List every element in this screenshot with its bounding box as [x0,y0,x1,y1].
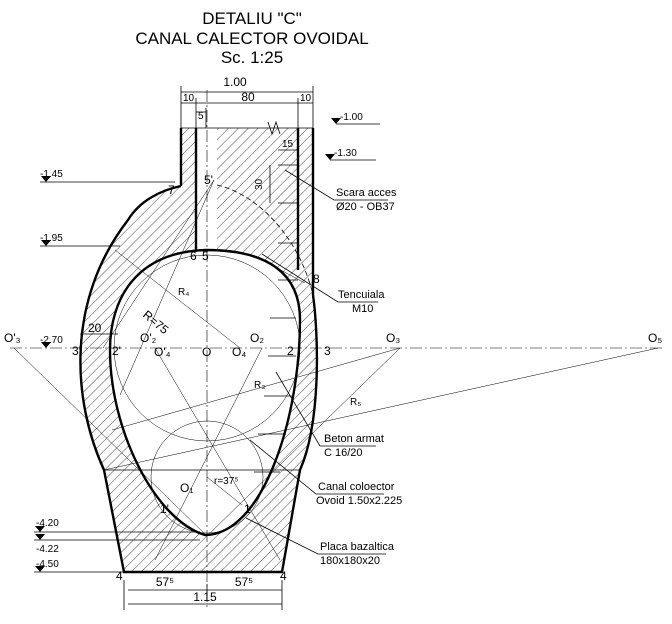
point-8: 8 [313,272,320,286]
callout-canal-2: Ovoid 1.50x2.225 [316,495,402,507]
line-o5 [103,347,659,471]
point-3-prime: 3' [72,344,81,358]
center-o3-prime: O'₃ [4,331,21,345]
callout-scara-2: Ø20 - OB37 [336,201,395,213]
dim-small-5: 5 [198,111,204,122]
line-r-small [206,476,243,506]
callout-leaders [245,169,388,555]
callout-beton-1: Beton armat [324,433,384,445]
line-5p-b [102,179,215,349]
radius-r3: R₃ [254,380,265,391]
title-line-1: DETALIU "C" [202,9,302,28]
level-4: -1.95 [40,233,63,244]
ladder-rungs [254,164,298,473]
radius-r4: R₄ [178,287,189,298]
concrete-body [80,128,317,572]
center-o5: O₅ [648,331,662,345]
level-markers [34,118,380,573]
center-o4: O₄ [232,345,246,359]
callout-placa-1: Placa bazaltica [320,541,395,553]
center-o4-prime: O'₄ [154,345,171,359]
title-line-3: Sc. 1:25 [221,48,283,67]
dim-bottom-left: 57⁵ [156,575,174,589]
dim-wall-20: 20 [88,321,102,335]
radius-small: r=37⁵ [214,476,238,487]
level-2: -1.30 [334,148,357,159]
point-2-prime: 2' [112,344,121,358]
point-5-prime: 5' [204,173,213,187]
callout-tencuiala-2: M10 [352,303,373,315]
dim-step-30: 30 [254,178,265,190]
line-r3 [111,347,401,431]
level-1: -1.00 [340,112,363,123]
line-o2 [154,347,263,561]
callout-placa-2: 180x180x20 [320,555,380,567]
level-8: -4.50 [36,559,59,570]
inner-ovoid [108,248,302,537]
level-3: -1.45 [40,169,63,180]
point-4-right: 4 [280,569,287,583]
dim-bottom-right: 57⁵ [235,575,253,589]
level-7: -4.22 [36,544,59,555]
break-mark [267,120,281,136]
center-o2: O₂ [250,331,264,345]
point-4-left: 4 [116,569,123,583]
level-6: -4.20 [36,518,59,529]
dim-left-wall: 10 [183,93,195,104]
center-o1: O₁ [180,481,193,495]
dim-inner: 80 [241,90,255,104]
outer-contour [79,184,319,574]
dim-right-wall: 10 [300,93,312,104]
title-line-2: CANAL CALECTOR OVOIDAL [135,29,368,48]
line-r4 [114,249,241,349]
center-o3: O₃ [386,331,400,345]
point-2: 2 [287,344,294,358]
dim-step-15: 15 [282,139,294,150]
point-3: 3 [324,344,331,358]
line-8 [261,259,306,284]
dim-top-total: 1.00 [223,75,247,89]
center-o2-prime: O'₂ [140,331,157,345]
point-5: 5 [202,249,209,263]
point-6: 6 [190,249,197,263]
callout-tencuiala-1: Tencuiala [338,289,385,301]
point-1-prime: 1' [160,502,169,516]
callout-canal-1: Canal coloector [318,481,395,493]
line-o3 [206,347,401,537]
callout-beton-2: C 16/20 [324,447,363,459]
top-dimension [80,86,314,610]
dim-bottom-total: 1.15 [193,590,217,604]
radius-r5: R₅ [350,397,361,408]
line-5p-a [119,179,215,396]
center-o: O [202,345,211,359]
line-o3p [13,347,208,537]
callout-scara-1: Scara acces [336,187,397,199]
level-5: -2.70 [40,335,63,346]
point-7: 7 [168,183,175,197]
point-1: 1 [244,502,251,516]
